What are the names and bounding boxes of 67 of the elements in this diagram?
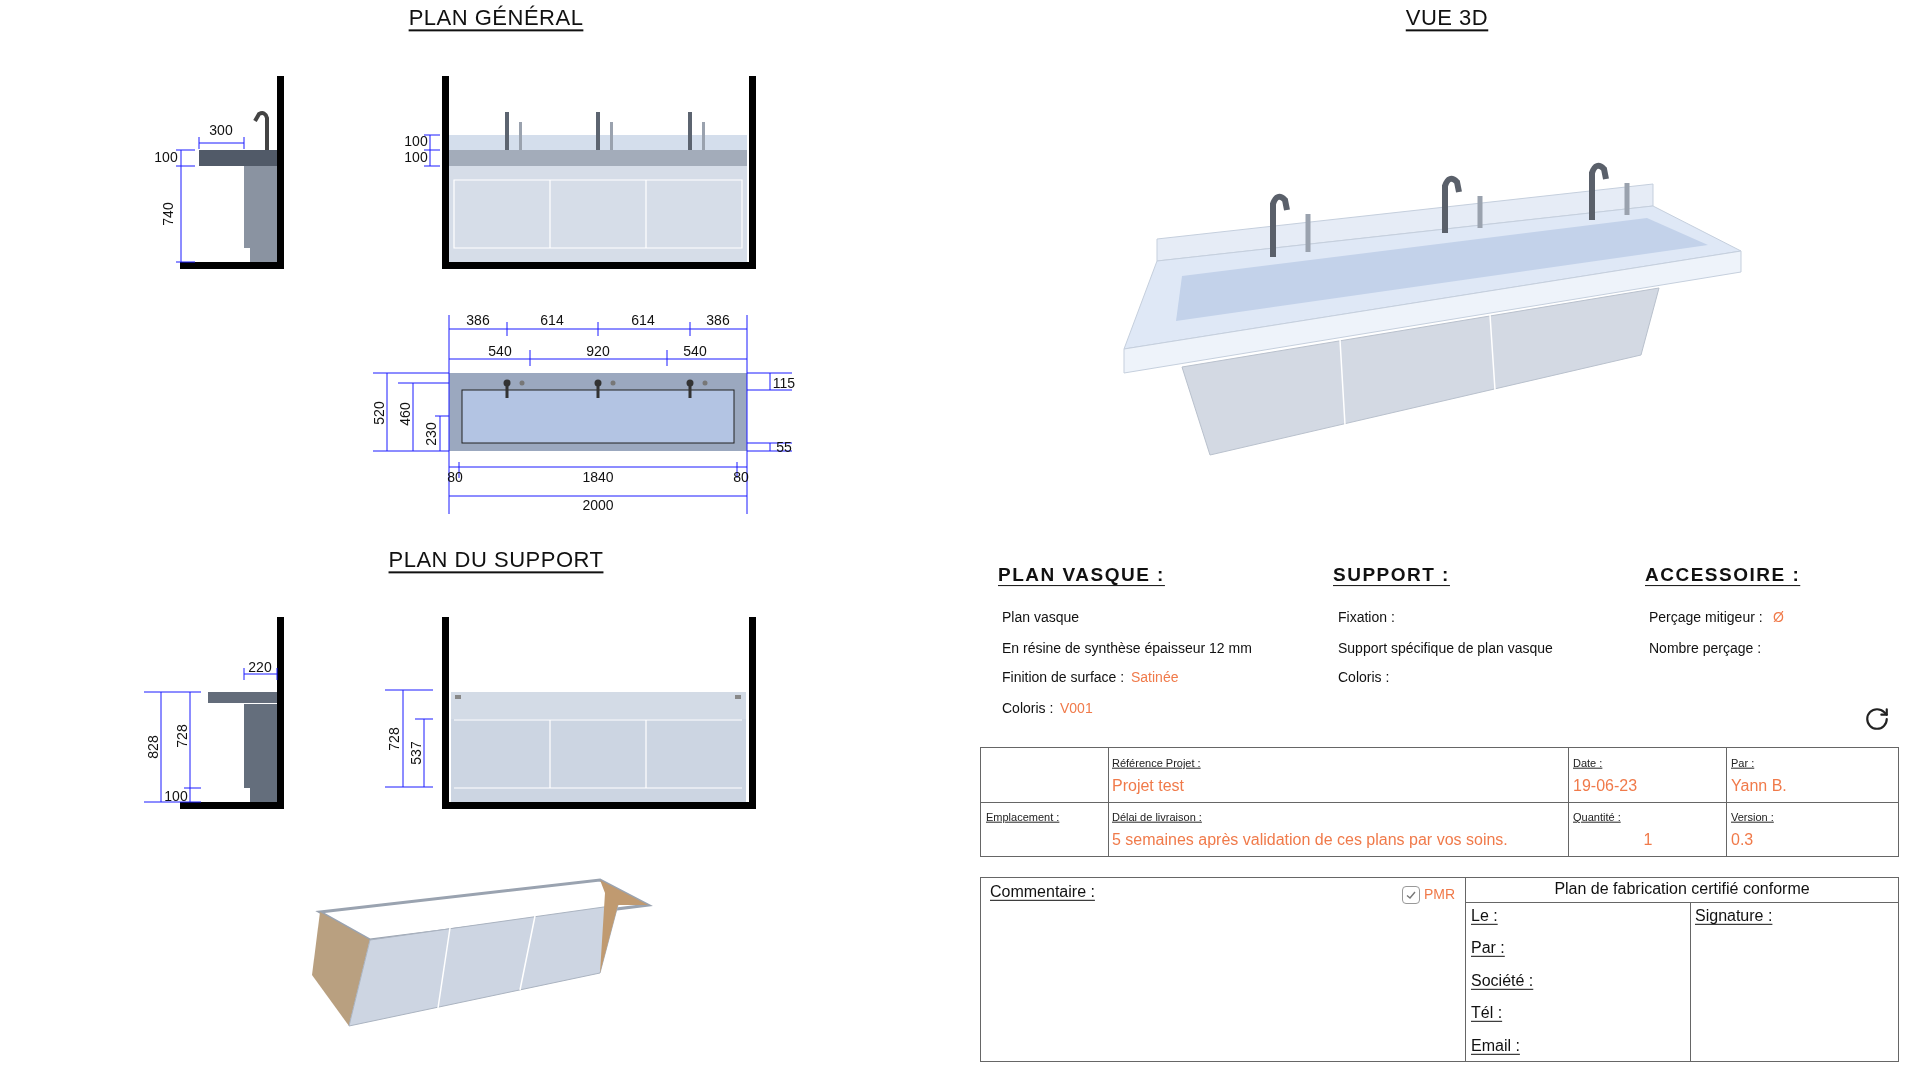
dimension-value: 55: [776, 438, 792, 456]
field-label: Version :: [1731, 810, 1774, 824]
field-label: Commentaire :: [990, 882, 1095, 902]
spec-value: V001: [1060, 699, 1093, 717]
field-label: Quantité :: [1573, 810, 1621, 824]
field-value: 1: [1643, 830, 1653, 850]
dimension-value: 300: [209, 121, 233, 139]
dimension-value: 614: [631, 311, 655, 329]
spec-text: Perçage mitigeur :: [1649, 608, 1763, 626]
dimension-value: 80: [447, 468, 463, 486]
dimension-value: 728: [385, 727, 403, 751]
dimension-value: 386: [706, 311, 730, 329]
field-label: Par :: [1731, 756, 1755, 770]
dimension-value: 740: [159, 202, 177, 226]
field-label: Par :: [1471, 938, 1505, 958]
dimension-value: 828: [144, 735, 162, 759]
section-heading: VUE 3D: [1405, 5, 1489, 31]
spec-text: Coloris :: [1338, 668, 1390, 686]
section-heading: ACCESSOIRE :: [1645, 564, 1801, 586]
field-label: Société :: [1471, 971, 1534, 991]
spec-text: Nombre perçage :: [1649, 639, 1762, 657]
field-label: Emplacement :: [986, 810, 1060, 824]
dimension-value: 614: [540, 311, 564, 329]
field-value: 0.3: [1731, 830, 1754, 850]
field-value: 19-06-23: [1573, 776, 1638, 796]
dimension-value: 230: [422, 422, 440, 446]
dimension-value: 1840: [582, 468, 614, 486]
dimension-value: 115: [772, 374, 796, 392]
dimension-value: 386: [466, 311, 490, 329]
field-label: Signature :: [1695, 906, 1773, 926]
dimension-value: 2000: [582, 496, 614, 514]
field-value: 5 semaines après validation de ces plans par vos soins.: [1112, 830, 1508, 850]
dimension-value: 540: [488, 342, 512, 360]
spec-value: PMR: [1424, 885, 1456, 903]
block-heading: Plan de fabrication certifié conforme: [1554, 879, 1810, 899]
field-label: Date :: [1573, 756, 1603, 770]
dimension-value: 920: [586, 342, 610, 360]
field-label: Référence Projet :: [1112, 756, 1201, 770]
section-heading: PLAN VASQUE :: [998, 564, 1165, 586]
dimension-value: 100: [404, 148, 428, 166]
section-heading: PLAN GÉNÉRAL: [408, 5, 584, 31]
dimension-value: 100: [404, 132, 428, 150]
spec-text: Plan vasque: [1002, 608, 1080, 626]
dimension-value: 100: [154, 148, 178, 166]
field-label: Le :: [1471, 906, 1498, 926]
dimension-value: 80: [733, 468, 749, 486]
spec-text: En résine de synthèse épaisseur 12 mm: [1002, 639, 1252, 657]
spec-text: Fixation :: [1338, 608, 1395, 626]
spec-text: Finition de surface :: [1002, 668, 1125, 686]
field-value: Projet test: [1112, 776, 1185, 796]
section-heading: PLAN DU SUPPORT: [388, 547, 604, 573]
dimension-value: 220: [248, 658, 272, 676]
dimension-value: 520: [370, 401, 388, 425]
dimension-value: 100: [164, 787, 188, 805]
dimension-value: 460: [396, 402, 414, 426]
spec-text: Coloris :: [1002, 699, 1054, 717]
field-label: Délai de livraison :: [1112, 810, 1202, 824]
dimension-value: 537: [407, 741, 425, 765]
field-label: Tél :: [1471, 1003, 1503, 1023]
dimension-value: 728: [173, 724, 191, 748]
spec-text: Support spécifique de plan vasque: [1338, 639, 1553, 657]
dimension-value: 540: [683, 342, 707, 360]
field-label: Email :: [1471, 1036, 1520, 1056]
section-heading: SUPPORT :: [1333, 564, 1450, 586]
field-value: Yann B.: [1731, 776, 1787, 796]
spec-value: Ø: [1773, 608, 1784, 626]
spec-value: Satinée: [1131, 668, 1179, 686]
